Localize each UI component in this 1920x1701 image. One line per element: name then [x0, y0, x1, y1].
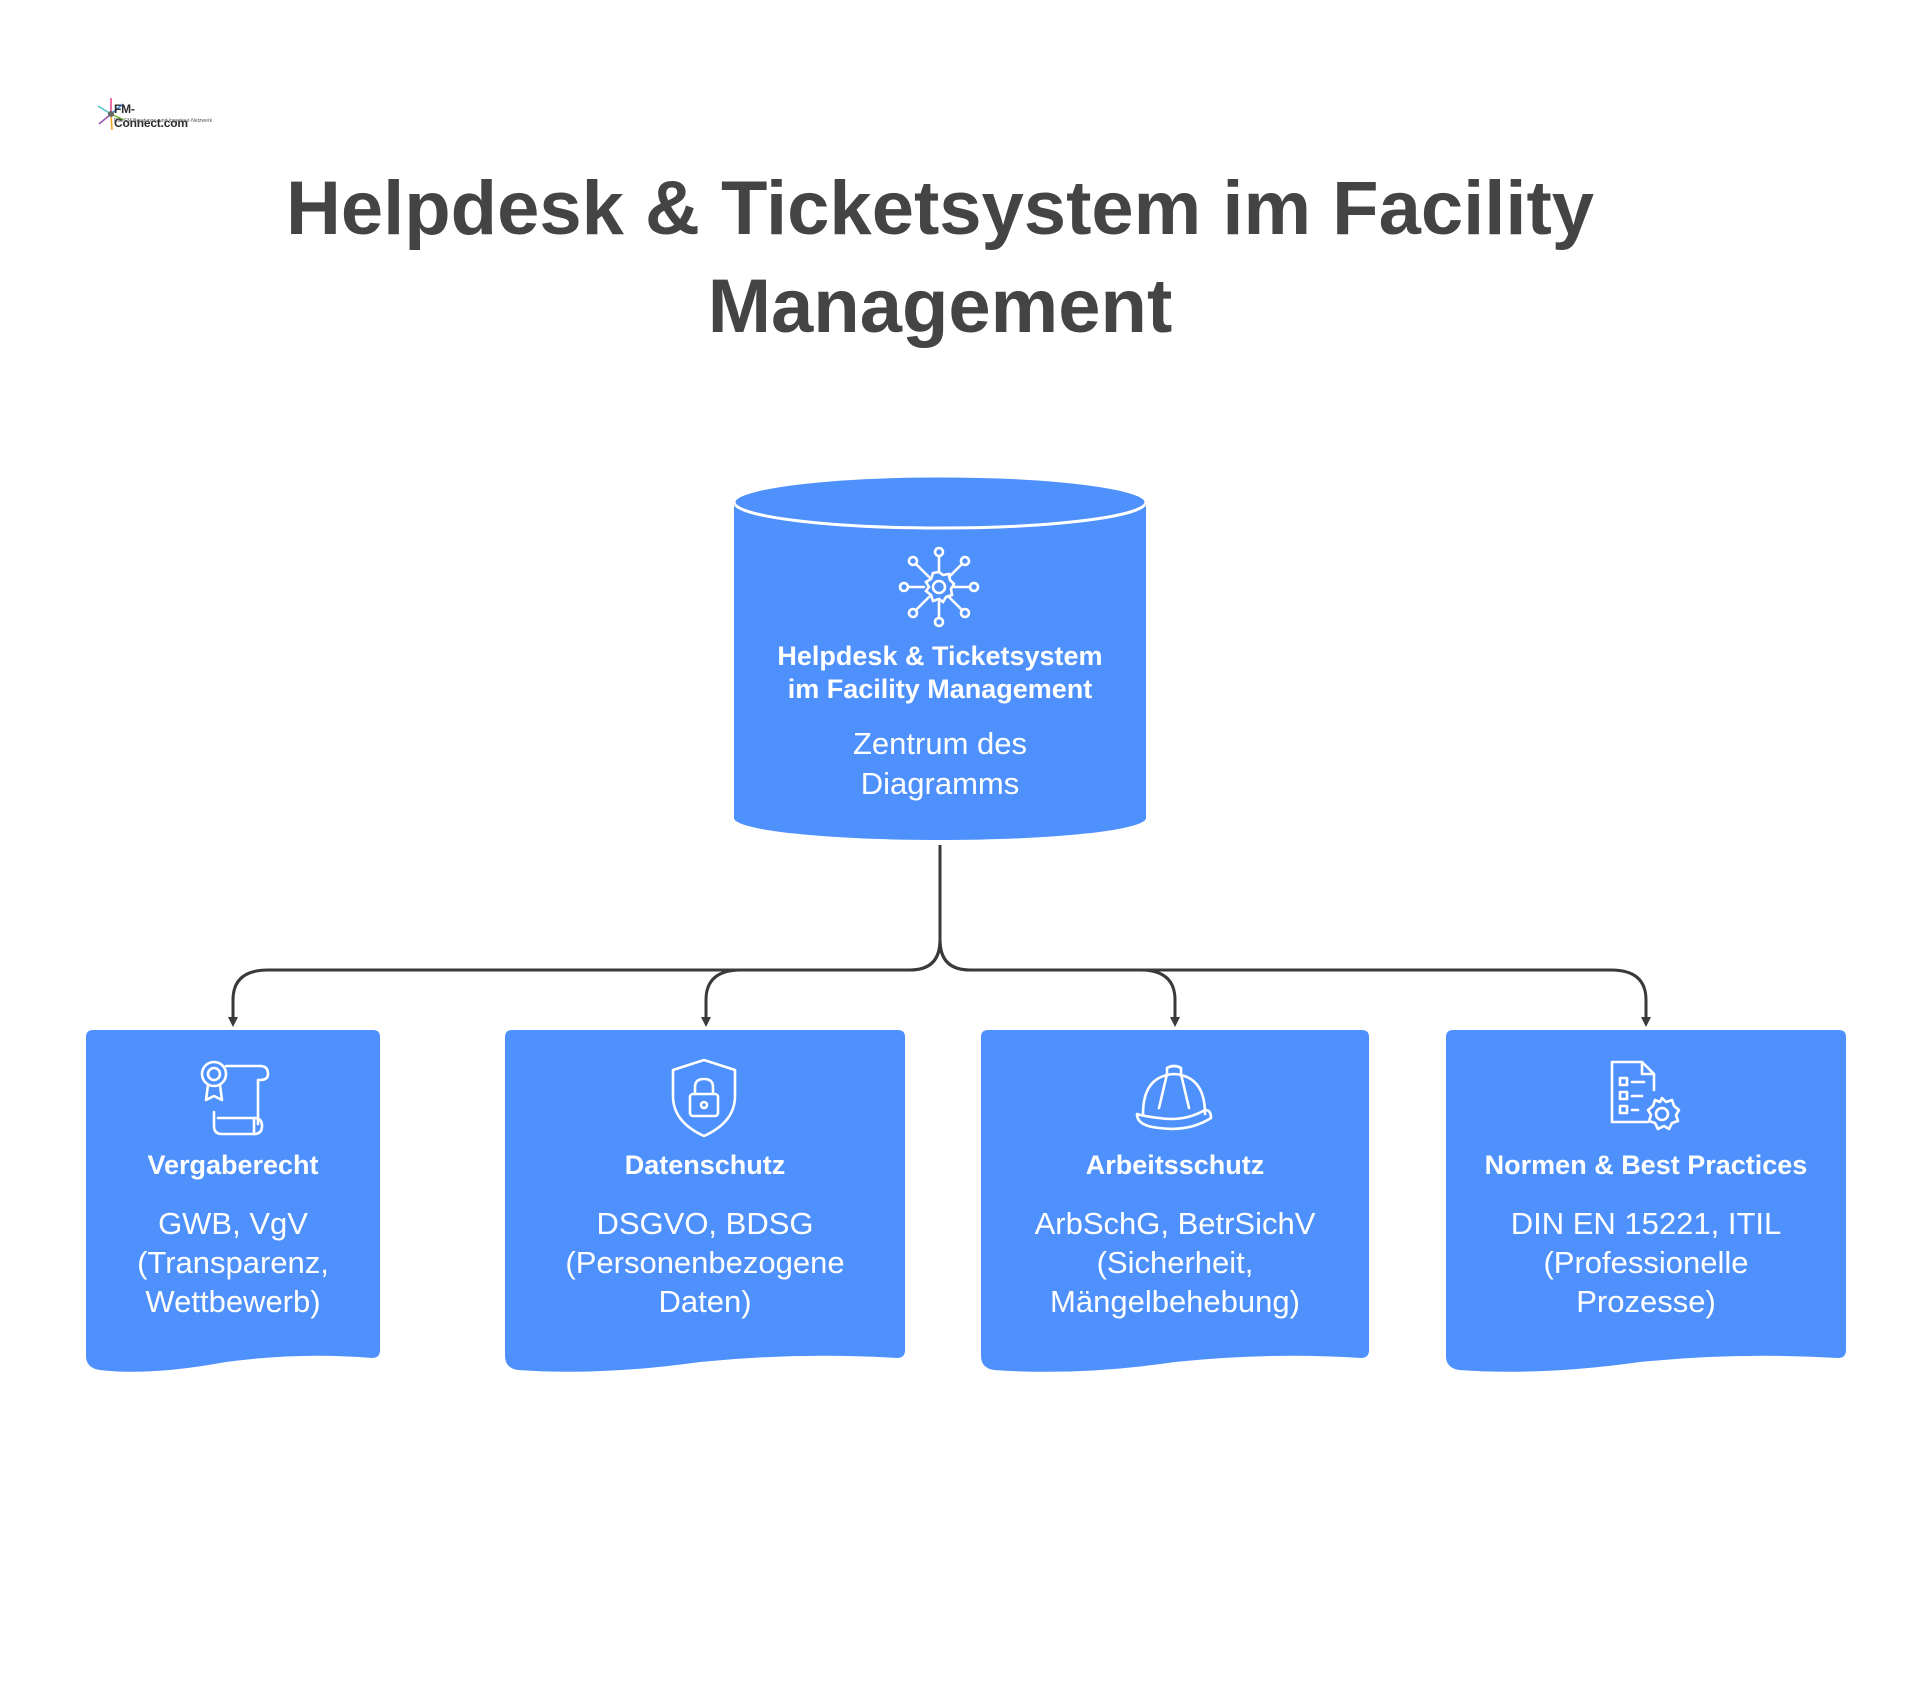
card-body-line: ArbSchG, BetrSichV [1034, 1206, 1316, 1241]
hub-subtitle: Zentrum des Diagramms [734, 724, 1146, 804]
connector-normen [938, 939, 1651, 1027]
hub-title: Helpdesk & Ticketsystem im Facility Mana… [734, 640, 1146, 706]
card-arbeitsschutz-text: Arbeitsschutz ArbSchG, BetrSichV (Sicher… [981, 1148, 1369, 1321]
card-body-line: (Sicherheit, [1096, 1245, 1254, 1280]
hub-title-line-1: Helpdesk & Ticketsystem [777, 641, 1103, 671]
card-datenschutz [505, 1030, 905, 1372]
card-body: DSGVO, BDSG (Personenbezogene Daten) [505, 1204, 905, 1321]
connector-datenschutz [701, 939, 942, 1027]
hub-node [732, 474, 1148, 840]
card-body-line: (Personenbezogene [565, 1245, 845, 1280]
logo-burst-icon [97, 98, 125, 131]
card-body: DIN EN 15221, ITIL (Professionelle Proze… [1446, 1204, 1846, 1321]
card-body: ArbSchG, BetrSichV (Sicherheit, Mängelbe… [981, 1204, 1369, 1321]
connector-vergaberecht [228, 845, 942, 1027]
fm-connect-logo: FM-Connect.com Das FM-Beratungs- und Ing… [96, 92, 212, 140]
card-title: Vergaberecht [147, 1150, 319, 1180]
document-gear-icon [1610, 1060, 1681, 1131]
hub-subtitle-line-1: Zentrum des [852, 726, 1027, 761]
card-vergaberecht-text: Vergaberecht GWB, VgV (Transparenz, Wett… [86, 1148, 380, 1321]
card-title: Datenschutz [624, 1150, 786, 1180]
hub-label: Helpdesk & Ticketsystem im Facility Mana… [734, 640, 1146, 804]
card-body-line: DIN EN 15221, ITIL [1510, 1206, 1782, 1241]
connectors [228, 845, 1651, 1027]
connector-arbeitsschutz [938, 939, 1180, 1027]
card-body-line: (Professionelle [1543, 1245, 1749, 1280]
card-vergaberecht [86, 1030, 380, 1372]
card-body-line: Mängelbehebung) [1050, 1284, 1300, 1319]
title-line-2: Management [707, 264, 1173, 349]
card-title: Normen & Best Practices [1484, 1150, 1808, 1180]
card-normen [1446, 1030, 1846, 1372]
hub-title-line-2: im Facility Management [787, 674, 1093, 704]
card-body-line: DSGVO, BDSG [596, 1206, 814, 1241]
logo-tagline: Das FM-Beratungs- und Ingenieur-Netzwerk [114, 118, 213, 124]
card-body-line: Daten) [658, 1284, 752, 1319]
title-line-1: Helpdesk & Ticketsystem im Facility [285, 166, 1595, 251]
card-datenschutz-text: Datenschutz DSGVO, BDSG (Personenbezogen… [505, 1148, 905, 1321]
shield-lock-icon [671, 1058, 737, 1138]
page-title: Helpdesk & Ticketsystem im Facility Mana… [0, 160, 1880, 356]
logo-brand: FM-Connect.com [114, 102, 188, 130]
card-normen-text: Normen & Best Practices DIN EN 15221, IT… [1446, 1148, 1846, 1321]
hub-subtitle-line-2: Diagramms [860, 766, 1020, 801]
card-body-line: Wettbewerb) [145, 1284, 321, 1319]
card-arbeitsschutz [981, 1030, 1369, 1372]
network-gear-icon [898, 546, 980, 628]
card-title: Arbeitsschutz [1085, 1150, 1265, 1180]
card-body-line: GWB, VgV [158, 1206, 308, 1241]
card-body: GWB, VgV (Transparenz, Wettbewerb) [86, 1204, 380, 1321]
hard-hat-icon [1135, 1064, 1213, 1131]
card-body-line: Prozesse) [1576, 1284, 1716, 1319]
card-body-line: (Transparenz, [137, 1245, 329, 1280]
certificate-scroll-icon [200, 1060, 270, 1136]
